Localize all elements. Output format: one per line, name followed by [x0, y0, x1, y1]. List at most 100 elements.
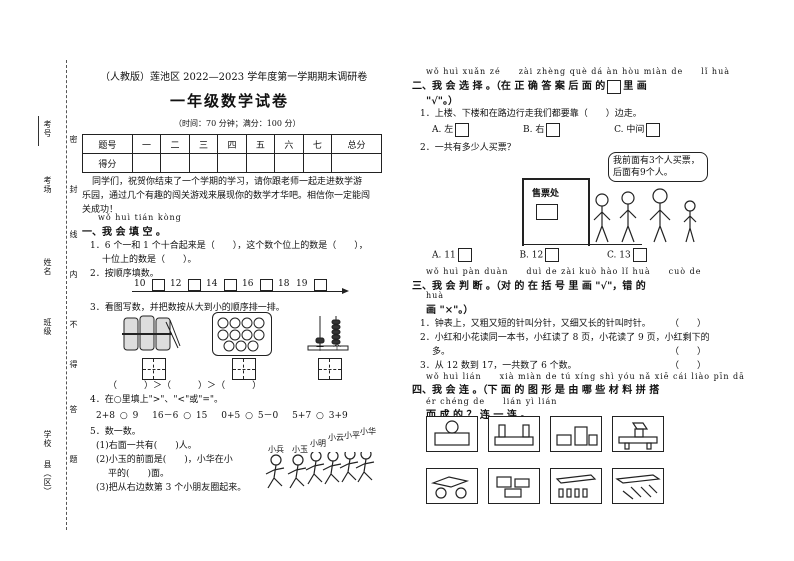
blank-box[interactable]: [260, 279, 273, 291]
ticket-booth-image: 售票处: [522, 178, 590, 246]
score-cell[interactable]: [331, 153, 382, 173]
composite-shape-image[interactable]: [426, 416, 478, 452]
composite-shape-image[interactable]: [488, 416, 540, 452]
score-cell[interactable]: [302, 153, 333, 173]
intro-line: 乐园，通过几个有趣的闯关游戏来展现你的数学才华吧。相信你一定能闯: [82, 191, 371, 201]
section-pinyin: wǒ huì xuǎn zé zài zhèng què dá àn hòu m…: [426, 67, 731, 76]
blank-box[interactable]: [224, 279, 237, 291]
kid-name: 小云: [328, 433, 344, 442]
judge-blank[interactable]: （ ）: [670, 319, 707, 329]
answer-box-icon: [607, 79, 622, 94]
judge-blank[interactable]: （ ）: [670, 361, 707, 371]
question-text: 3．看图写数，并把数按从大到小的顺序排一排。: [90, 303, 285, 313]
greater-sign: ＞: [153, 381, 163, 391]
question-text: 1．6 个一和 1 个十合起来是（ ），这个数个位上的数是（ ），: [90, 241, 368, 251]
name-label: 姓名: [43, 258, 52, 276]
compare-item[interactable]: 16－6 ○ 15: [152, 411, 208, 421]
section-pinyin: ér chéng de lián yì lián: [426, 397, 558, 406]
seal-line: [66, 60, 67, 530]
kid-name: 小平: [344, 431, 360, 440]
seal-char: 封: [69, 185, 78, 194]
kid-name: 小玉: [292, 445, 308, 454]
choice-box[interactable]: [546, 122, 561, 137]
score-cell[interactable]: [160, 153, 190, 173]
material-shape-image[interactable]: [426, 468, 478, 504]
ruler-number: 10: [134, 279, 146, 289]
page-title: 一年级数学试卷: [170, 92, 290, 110]
question-text: 4．在○里填上">"、"<"或"="。: [90, 395, 224, 405]
ruler-number: 16: [242, 279, 254, 289]
seal-char: 答: [69, 405, 78, 414]
score-cell[interactable]: [188, 153, 219, 173]
score-cell[interactable]: [245, 153, 276, 173]
ones-label: 个: [333, 343, 341, 352]
seal-char: 密: [69, 135, 78, 144]
question-text: 3．从 12 数到 17，一共数了 6 个数。: [420, 361, 577, 371]
question-text: 1．上楼、下楼和在路边行走我们都要靠（ ）边走。: [420, 109, 642, 119]
option-row: A. 11 B. 12 C. 13: [432, 248, 649, 262]
score-cell[interactable]: [217, 153, 247, 173]
greater-sign: ＞: [207, 381, 217, 391]
compare-item[interactable]: 2+8 ○ 9: [96, 411, 139, 421]
intro-line: 同学们，祝贺你结束了一个学期的学习，请你跟老师一起走进数学游: [92, 177, 363, 187]
blank-box[interactable]: [152, 279, 165, 291]
question-text: (3)把从右边数第 3 个小朋友圈起来。: [96, 483, 247, 493]
blank-box[interactable]: [188, 279, 201, 291]
kid-name: 小兵: [268, 445, 284, 454]
material-shape-image[interactable]: [612, 468, 664, 504]
option-label: B. 12: [519, 250, 544, 261]
option-row: A. 左 B. 右 C. 中间: [432, 122, 662, 137]
compare-item[interactable]: 0+5 ○ 5－0: [221, 411, 279, 421]
score-header-cell: 总分: [331, 134, 382, 154]
question-text: 2．一共有多少人买票？: [420, 143, 516, 153]
question-text: (2)小玉的前面是( )，小华在小: [96, 455, 233, 465]
exam-header: （人教版）莲池区 2022—2023 学年度第一学期期末调研卷: [100, 72, 368, 83]
choice-box[interactable]: [545, 248, 560, 262]
compare-row[interactable]: 2+8 ○ 9 16－6 ○ 15 0+5 ○ 5－0 5+7 ○ 3+9: [96, 408, 348, 421]
score-cell[interactable]: [131, 153, 162, 173]
speech-bubble: 我前面有3个人买票，后面有9个人。: [608, 152, 708, 182]
question-text: 2．小红和小花读同一本书，小红读了 8 页，小花读了 9 页，小红剩下的: [420, 333, 710, 343]
exam-room-label: 考场: [43, 176, 52, 194]
compare-item[interactable]: 5+7 ○ 3+9: [292, 411, 348, 421]
order-blanks[interactable]: （ ）＞（ ）＞（ ）: [108, 381, 262, 391]
section-pinyin: wǒ huì tián kòng: [98, 213, 182, 222]
class-label: 班级: [43, 318, 52, 336]
ruler-number: 19: [296, 279, 308, 289]
abacus-image: 十 个: [306, 314, 350, 354]
school-label: 学校: [43, 430, 52, 448]
score-cell[interactable]: [274, 153, 304, 173]
composite-shape-image[interactable]: [612, 416, 664, 452]
question-text: (1)右面一共有( )人。: [96, 441, 197, 451]
answer-grid[interactable]: [142, 358, 166, 380]
choice-box[interactable]: [455, 122, 470, 137]
score-row-label: 得分: [82, 153, 133, 173]
number-line: 10 12 14 16 18 19: [132, 279, 350, 295]
score-header-cell: 四: [217, 134, 247, 154]
material-shape-image[interactable]: [550, 468, 602, 504]
question-text: 5．数一数。: [90, 427, 141, 437]
choice-box[interactable]: [646, 122, 661, 137]
answer-grid[interactable]: [318, 358, 342, 380]
choice-box[interactable]: [632, 248, 647, 262]
judge-blank[interactable]: （ ）: [670, 347, 707, 357]
material-shape-image[interactable]: [488, 468, 540, 504]
question-text: 十位上的数是（ ）。: [102, 255, 197, 265]
section-title: 三、我 会 判 断 。（对 的 在 括 号 里 画 "√"，错 的: [412, 281, 646, 292]
answer-grid[interactable]: [232, 358, 256, 380]
kid-name: 小明: [310, 439, 326, 448]
option-label: A. 左: [432, 125, 454, 135]
question-text: 多。: [432, 347, 451, 357]
composite-shape-image[interactable]: [550, 416, 602, 452]
section-pinyin: huà: [426, 291, 445, 300]
blank-box[interactable]: [314, 279, 327, 291]
bundled-sticks-image: [120, 314, 182, 354]
ruler-number: 14: [206, 279, 218, 289]
time-info: （时间：70 分钟；满分：100 分）: [174, 119, 301, 128]
seal-char: 题: [69, 455, 78, 464]
seal-char: 不: [69, 320, 78, 329]
score-header-cell: 六: [274, 134, 304, 154]
section-pinyin: wǒ huì lián xià miàn de tú xíng shì yóu …: [426, 372, 745, 381]
choice-box[interactable]: [457, 248, 472, 262]
question-text: 平的( )面。: [108, 469, 170, 479]
